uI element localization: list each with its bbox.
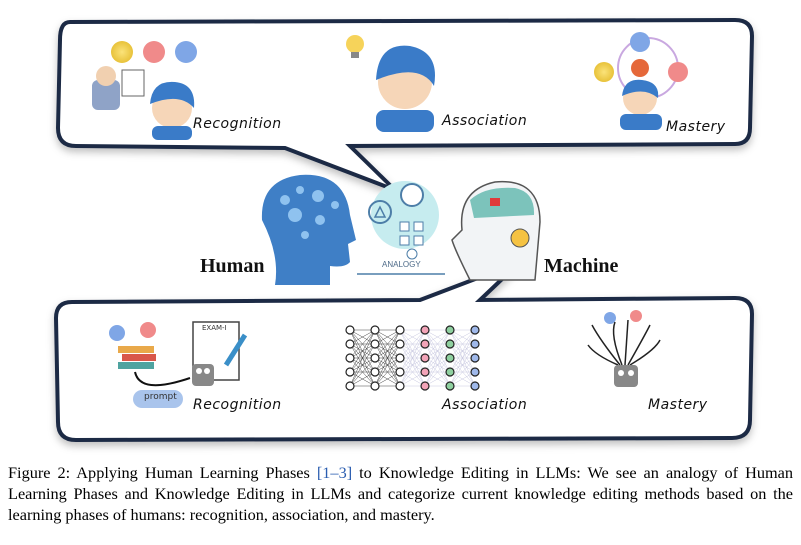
books-exam-robot-illustration [109, 321, 248, 408]
network-node [345, 325, 355, 335]
network-node [420, 339, 430, 349]
network-node [470, 339, 480, 349]
caption-text: to Knowledge Editing in LLMs: We see an … [8, 463, 793, 524]
prompt-label: prompt [144, 392, 177, 402]
network-node [470, 367, 480, 377]
network-node [420, 353, 430, 363]
robot-wires-illustration [587, 310, 661, 387]
top-recognition-label: Recognition [193, 116, 282, 132]
analogy-label: ANALOGY [382, 260, 421, 269]
network-node [445, 367, 455, 377]
bottom-association-label: Association [442, 397, 528, 413]
network-node [470, 325, 480, 335]
network-node [445, 339, 455, 349]
top-association-label: Association [442, 113, 528, 129]
analogy-icon [357, 181, 445, 275]
bottom-mastery-label: Mastery [648, 397, 708, 413]
machine-label: Machine [544, 255, 619, 277]
caption-citation-link[interactable]: [1–3] [316, 463, 353, 482]
top-mastery-label: Mastery [666, 119, 726, 135]
network-node [370, 381, 380, 391]
network-node [395, 339, 405, 349]
figure-caption: Figure 2: Applying Human Learning Phases… [8, 462, 793, 525]
network-node [370, 367, 380, 377]
neural-network-illustration [345, 325, 480, 391]
human-brain-head-icon [261, 174, 356, 285]
network-node [370, 339, 380, 349]
network-node [370, 325, 380, 335]
mastery-person-illustration [594, 32, 688, 130]
network-node [395, 381, 405, 391]
network-node [470, 353, 480, 363]
figure-frames [53, 17, 755, 443]
network-node [470, 381, 480, 391]
network-node [445, 381, 455, 391]
network-node [445, 353, 455, 363]
network-node [345, 339, 355, 349]
network-node [420, 381, 430, 391]
network-node [395, 353, 405, 363]
network-node [345, 381, 355, 391]
network-node [445, 325, 455, 335]
network-node [420, 325, 430, 335]
caption-prefix: Figure 2: Applying Human Learning Phases [8, 463, 317, 482]
network-node [395, 325, 405, 335]
network-node [420, 367, 430, 377]
robot-head-icon [451, 180, 541, 281]
network-node [370, 353, 380, 363]
exam-label: EXAM-I [202, 324, 227, 332]
network-node [345, 353, 355, 363]
human-label: Human [200, 255, 265, 277]
bottom-recognition-label: Recognition [193, 397, 282, 413]
network-node [395, 367, 405, 377]
teacher-student-illustration [92, 41, 197, 140]
network-node [345, 367, 355, 377]
thinking-person-illustration [346, 35, 435, 132]
